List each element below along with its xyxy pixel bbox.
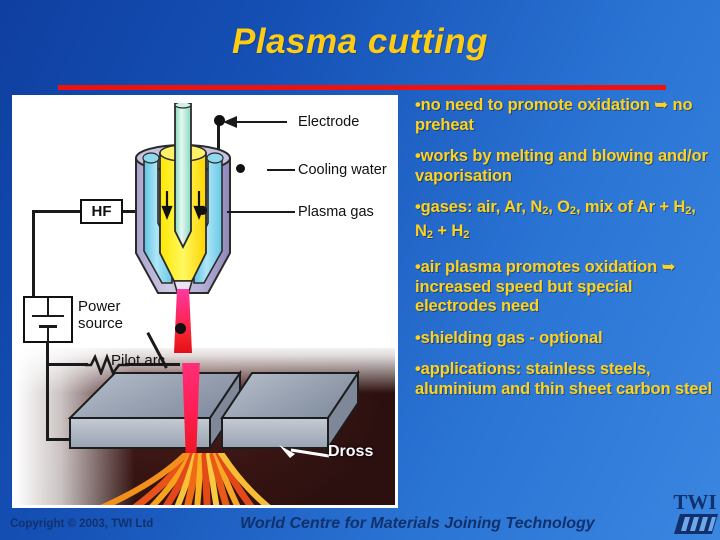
wire-hf-down [32,210,35,320]
battery-long-plate [32,315,64,317]
wire-hf-top-left [32,210,81,213]
electrode-arrow-icon [223,116,237,128]
plasma-torch-assembly [135,103,231,353]
power-source-box [23,296,73,344]
tagline-text: World Centre for Materials Joining Techn… [240,515,595,532]
dross-spark-fan [100,453,271,505]
plasma-gas-label: Plasma gas [298,204,374,220]
wire-power-to-pilot [46,363,88,366]
page-title: Plasma cutting [232,22,488,61]
plasma-cutting-diagram: Power source HF Pilot arc [15,98,395,505]
title-divider [58,85,666,90]
plasma-jet-through-kerf [182,363,200,478]
bullet-item: •applications: stainless steels, alumini… [415,360,713,398]
wire-ground-down [46,363,49,441]
battery-short-plate [39,325,57,328]
leader-electrode [230,121,287,123]
dross-arrow-icon [279,445,330,458]
bullet-item: •no need to promote oxidation ➥ no prehe… [415,95,693,134]
node-plasma-gas-dot [198,206,207,215]
power-source-label: Power source [78,298,124,332]
bullet-item: •shielding gas - optional [415,328,603,347]
pilot-arc-resistor-icon [85,353,129,375]
cooling-water-label: Cooling water [298,162,387,178]
bullet-item: •works by melting and blowing and/or vap… [415,147,708,185]
twi-logo-text: TWI [673,490,717,514]
hf-unit-box: HF [80,199,123,224]
wire-pilot-right [125,363,180,366]
diagram-panel: Power source HF Pilot arc [12,95,398,508]
battery-lead-top [47,298,49,315]
bullet-list: •no need to promote oxidation ➥ no prehe… [415,95,713,411]
pilot-arc-label: Pilot arc [111,352,166,369]
dross-label: Dross [328,443,374,460]
twi-logo: TWI [672,490,718,536]
leader-plasma-gas [227,211,295,213]
battery-lead-bottom [47,328,49,344]
bullet-item: •gases: air, Ar, N2, O2, mix of Ar + H2,… [415,198,696,241]
twi-logo-bars-icon [674,514,718,534]
node-cooling-water-dot [236,164,245,173]
node-nozzle-connection [175,323,186,334]
node-electrode-connection [214,115,225,126]
wire-power-down [46,343,49,366]
bullet-item: •air plasma promotes oxidation ➥ increas… [415,257,676,315]
electrode-label: Electrode [298,114,360,130]
leader-cooling-water [267,169,295,171]
copyright-text: Copyright © 2003, TWI Ltd [10,518,154,530]
